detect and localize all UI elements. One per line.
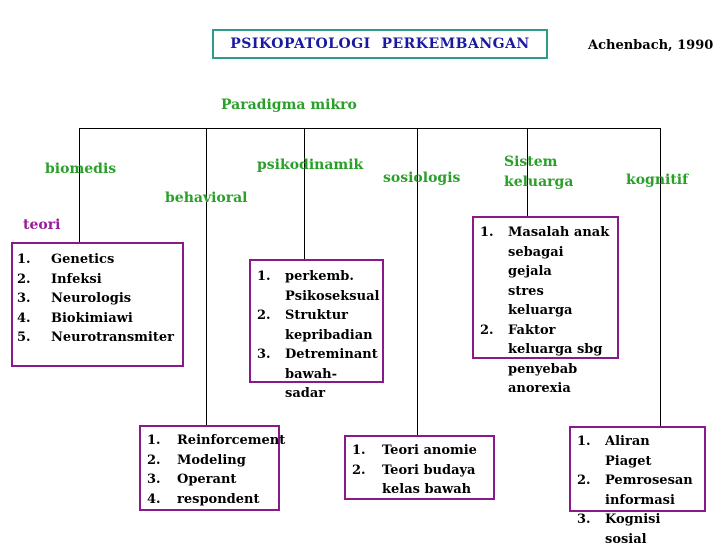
branch-label-keluarga-line: keluarga [504, 174, 574, 190]
connector-sosiologis [417, 128, 418, 435]
list-item: 2.Infeksi [17, 271, 102, 287]
list-item: 1.Genetics [17, 252, 115, 267]
branch-label-psikodinamik: psikodinamik [257, 157, 364, 173]
branch-label-kognitif: kognitif [626, 172, 689, 188]
list-item: 3.Operant [147, 472, 237, 487]
branch-label-sosiologis: sosiologis [383, 170, 461, 186]
teori-label: teori [23, 217, 61, 233]
list-item: 4.respondent [147, 491, 260, 507]
list-item: 1.Reinforcement [147, 433, 286, 448]
list-item: 2.Modeling [147, 452, 246, 468]
connector-sistem-keluarga [527, 128, 528, 217]
connector-biomedis [79, 128, 80, 243]
list-item: 1.Aliran Piaget [577, 434, 652, 469]
connector-psikodinamik [304, 128, 305, 260]
box-biomedis: 1.Genetics 2.Infeksi 3.Neurologis 4.Biok… [11, 242, 184, 367]
paradigm-label: Paradigma mikro [221, 97, 357, 113]
list-item: 3.Kognisi sosial [577, 512, 661, 547]
box-behavioral: 1.Reinforcement 2.Modeling 3.Operant 4.r… [139, 425, 286, 511]
main-horizontal-line [79, 128, 661, 129]
branch-label-sistem-line: Sistem [504, 154, 558, 170]
connector-behavioral [206, 128, 207, 426]
list-item: 4.Biokimiawi [17, 310, 133, 326]
connector-kognitif [660, 128, 661, 427]
branch-label-behavioral: behavioral [165, 190, 248, 206]
branch-label-sistem-keluarga: Sistem keluarga [504, 152, 573, 192]
author-citation: Achenbach, 1990 [588, 38, 714, 53]
branch-label-biomedis: biomedis [45, 161, 117, 177]
list-item: 5.Neurotransmiter [17, 330, 174, 345]
list-item: 3.Neurologis [17, 291, 132, 306]
list-item: 1.perkemb.Psikoseksual [257, 269, 380, 304]
list-item: 1.Teori anomie [352, 443, 477, 458]
diagram-title: PSIKOPATOLOGI PERKEMBANGAN [212, 29, 548, 59]
